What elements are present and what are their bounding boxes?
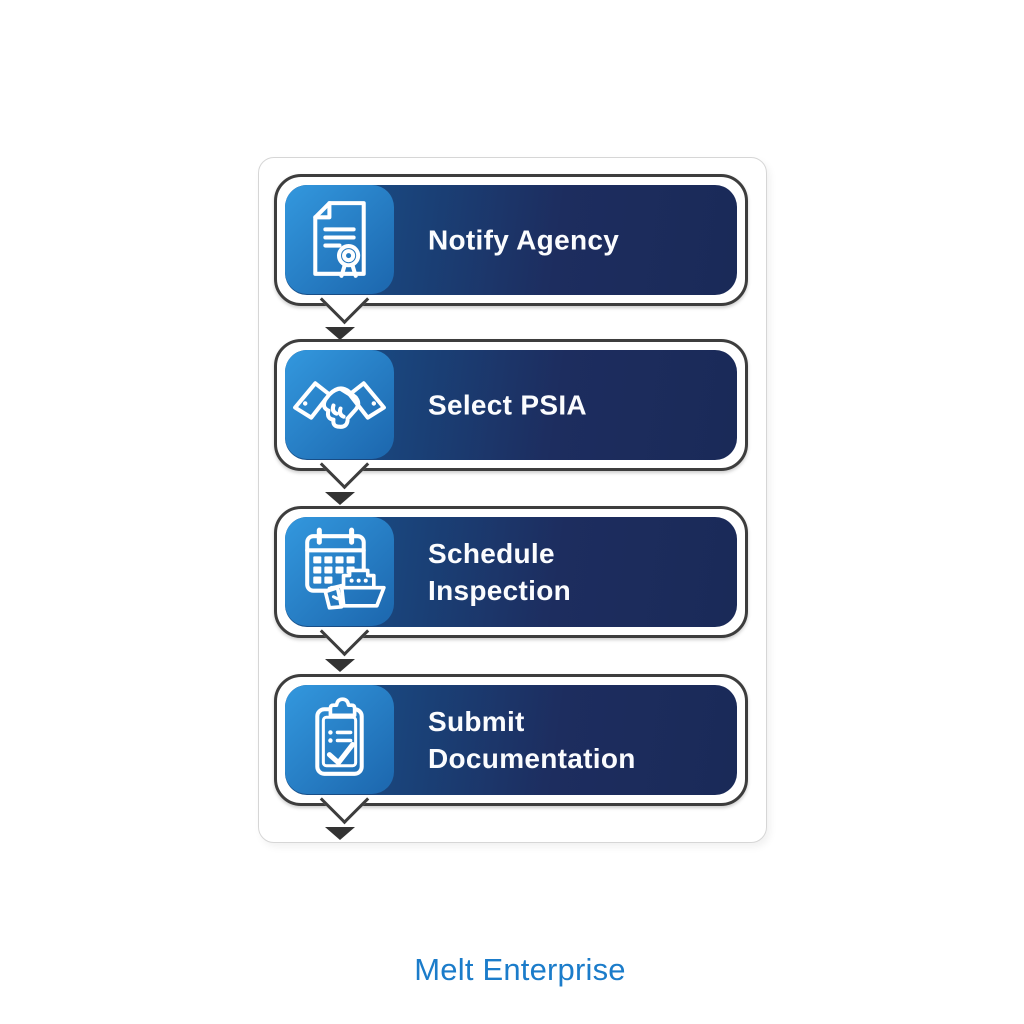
down-arrow-icon [325,492,355,505]
step-label: Notify Agency [428,224,620,256]
clipboard-checklist-icon [285,685,394,794]
flow-panel: Notify Agency [258,157,767,843]
step-card: Notify Agency [285,185,737,295]
step-label: Schedule Inspection [428,538,572,606]
step-card: Select PSIA [285,350,737,460]
step-bubble: Notify Agency [274,174,748,325]
down-arrow-icon [325,827,355,840]
calendar-ship-icon [285,517,394,626]
step-bubble: Schedule Inspection [274,506,748,657]
step-label: Select PSIA [428,389,587,421]
down-arrow-icon [325,327,355,340]
down-arrow-icon [325,659,355,672]
brand-footer: Melt Enterprise [414,952,626,987]
step-schedule-inspection: Schedule Inspection [274,506,748,672]
step-label: Submit Documentation [428,706,636,774]
step-notify-agency: Notify Agency [274,174,748,340]
step-card: Submit Documentation [285,685,737,795]
step-submit-documentation: Submit Documentation [274,674,748,840]
step-bubble: Submit Documentation [274,674,748,825]
step-bubble: Select PSIA [274,339,748,490]
handshake-icon [285,350,394,459]
step-select-psia: Select PSIA [274,339,748,505]
certificate-document-icon [285,185,394,294]
step-card: Schedule Inspection [285,517,737,627]
